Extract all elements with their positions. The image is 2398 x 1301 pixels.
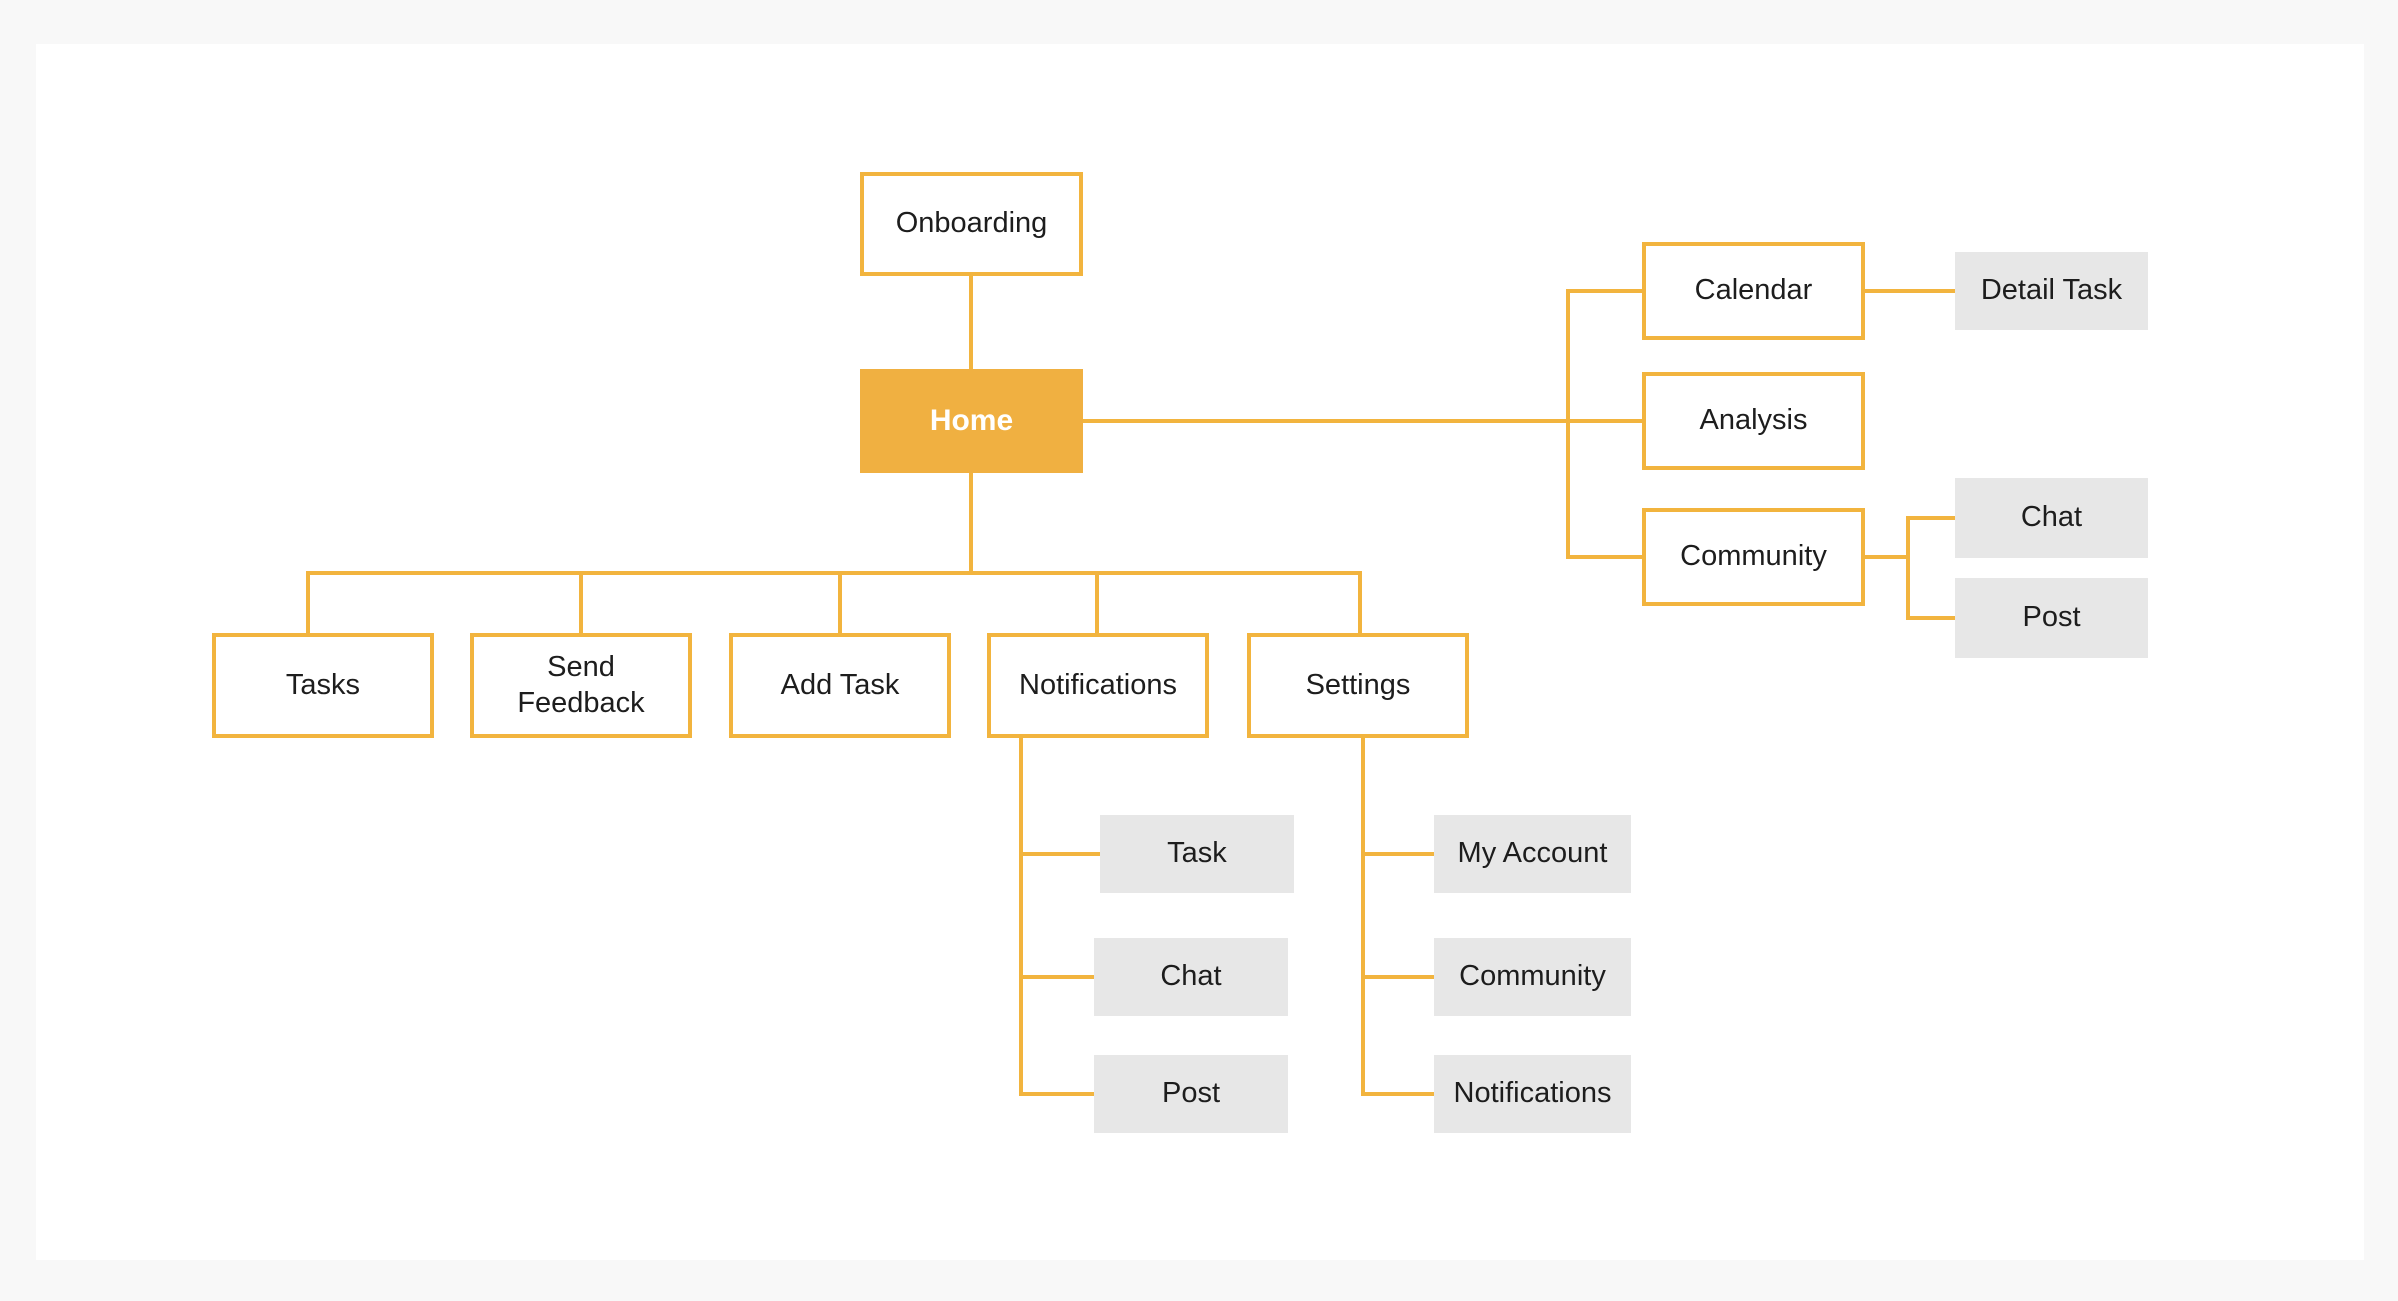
node-label-chat: Chat bbox=[2020, 501, 2083, 534]
node-notifications[interactable]: Notifications bbox=[987, 633, 1209, 738]
connector-bottom-bus-bottom-bus bbox=[306, 571, 1362, 575]
node-chat[interactable]: Chat bbox=[1955, 478, 2148, 558]
node-tasks[interactable]: Tasks bbox=[212, 633, 434, 738]
node-label-notif-chat: Chat bbox=[1160, 960, 1222, 993]
connector-calendar-detail-task bbox=[1863, 289, 1957, 293]
node-settings-notifications[interactable]: Notifications bbox=[1434, 1055, 1631, 1133]
node-label-send-feedback: Send Feedback bbox=[517, 650, 645, 719]
node-settings[interactable]: Settings bbox=[1247, 633, 1469, 738]
node-send-feedback[interactable]: Send Feedback bbox=[470, 633, 692, 738]
node-post[interactable]: Post bbox=[1955, 578, 2148, 658]
node-label-settings: Settings bbox=[1305, 668, 1411, 701]
node-settings-my-account[interactable]: My Account bbox=[1434, 815, 1631, 893]
connector-community-branch-post bbox=[1906, 616, 1957, 620]
connector-right-bus-calendar bbox=[1566, 289, 1644, 293]
connector-onboarding-home bbox=[969, 274, 973, 371]
node-label-notifications: Notifications bbox=[1019, 668, 1177, 701]
node-notif-post[interactable]: Post bbox=[1094, 1055, 1288, 1133]
node-label-home: Home bbox=[929, 404, 1014, 438]
connector-community-branch-chat bbox=[1906, 516, 1957, 520]
connector-bottom-bus-tasks bbox=[306, 571, 310, 635]
node-onboarding[interactable]: Onboarding bbox=[860, 172, 1083, 276]
node-label-calendar: Calendar bbox=[1694, 274, 1813, 307]
connector-home-analysis bbox=[1081, 419, 1644, 423]
node-label-add-task: Add Task bbox=[780, 668, 900, 701]
node-label-detail-task: Detail Task bbox=[1980, 274, 2123, 307]
connector-notifications-notif-branch bbox=[1019, 736, 1023, 1096]
connector-bottom-bus-send-feedback bbox=[579, 571, 583, 635]
node-calendar[interactable]: Calendar bbox=[1642, 242, 1865, 340]
node-label-onboarding: Onboarding bbox=[895, 207, 1048, 240]
node-notif-chat[interactable]: Chat bbox=[1094, 938, 1288, 1016]
node-label-notif-post: Post bbox=[1161, 1077, 1221, 1110]
node-label-settings-notifications: Notifications bbox=[1453, 1077, 1612, 1110]
connector-chat-post bbox=[1906, 516, 1910, 620]
node-detail-task[interactable]: Detail Task bbox=[1955, 252, 2148, 330]
connector-settings-branch-settings-my-account bbox=[1361, 852, 1436, 856]
connector-home-bottom-bus bbox=[969, 471, 973, 575]
node-label-community: Community bbox=[1680, 540, 1827, 573]
node-community[interactable]: Community bbox=[1642, 508, 1865, 606]
connector-notif-branch-notif-task bbox=[1019, 852, 1102, 856]
connector-notif-branch-notif-chat bbox=[1019, 975, 1096, 979]
connector-bottom-bus-notifications bbox=[1095, 571, 1099, 635]
connector-community-community-branch bbox=[1863, 555, 1910, 559]
node-analysis[interactable]: Analysis bbox=[1642, 372, 1865, 470]
connector-settings-branch-settings-community bbox=[1361, 975, 1436, 979]
node-label-settings-community: Community bbox=[1459, 960, 1606, 993]
connector-bottom-bus-add-task bbox=[838, 571, 842, 635]
node-label-analysis: Analysis bbox=[1699, 404, 1808, 437]
connector-calendar-community bbox=[1566, 289, 1570, 559]
node-label-notif-task: Task bbox=[1167, 837, 1227, 870]
node-home[interactable]: Home bbox=[860, 369, 1083, 473]
node-notif-task[interactable]: Task bbox=[1100, 815, 1294, 893]
connector-settings-settings-branch bbox=[1361, 736, 1365, 1096]
connector-bottom-bus-settings bbox=[1358, 571, 1362, 635]
node-label-post: Post bbox=[2022, 601, 2081, 634]
node-label-settings-my-account: My Account bbox=[1457, 837, 1608, 870]
connector-settings-branch-settings-notifications bbox=[1361, 1092, 1436, 1096]
node-label-tasks: Tasks bbox=[285, 668, 361, 701]
connector-notif-branch-notif-post bbox=[1019, 1092, 1096, 1096]
connector-right-bus-community bbox=[1566, 555, 1644, 559]
node-add-task[interactable]: Add Task bbox=[729, 633, 951, 738]
node-settings-community[interactable]: Community bbox=[1434, 938, 1631, 1016]
